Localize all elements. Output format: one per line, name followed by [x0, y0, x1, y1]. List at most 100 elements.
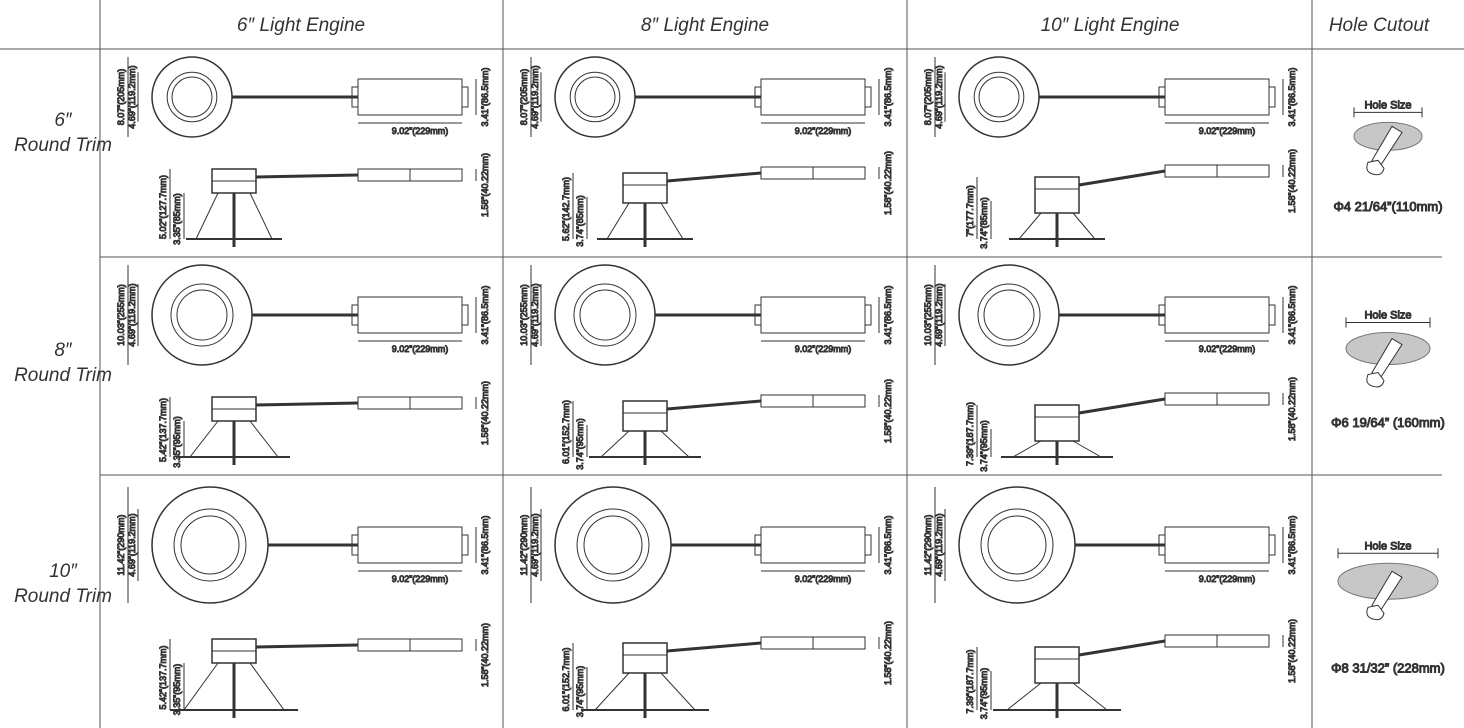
driver-end-cap	[461, 86, 469, 108]
light-engine-circle	[583, 515, 643, 575]
driver-box	[1164, 296, 1270, 334]
cable	[1078, 169, 1166, 187]
saw-handle-icon	[1366, 604, 1385, 621]
column-header-8in: 8″ Light Engine	[641, 15, 769, 36]
hole-diameter-label: Φ8 31/32” (228mm)	[1331, 660, 1445, 675]
heatsink	[622, 172, 668, 204]
driver-height-label: 3.41”(86.5mm)	[1287, 67, 1297, 126]
total-height-label: 7.39”(187.7mm)	[965, 402, 975, 466]
light-engine-circle	[983, 289, 1035, 341]
inner-diameter-label: 4.69”(119.2mm)	[530, 65, 540, 128]
cable	[666, 171, 762, 183]
driver-end-cap	[461, 534, 469, 556]
trim-inner-circle	[973, 71, 1025, 123]
body-height-label: 3.74”(85mm)	[575, 195, 585, 247]
outer-diameter-label: 8.07”(205mm)	[923, 69, 933, 126]
column-header-10in: 10″ Light Engine	[1041, 15, 1180, 36]
trim-outer-circle	[958, 486, 1076, 604]
outer-diameter-label: 11.42”(290mm)	[519, 515, 529, 576]
hole-diameter-label: Φ6 19/64” (160mm)	[1331, 415, 1445, 430]
driver-side-height-label: 1.58”(40.22mm)	[1287, 377, 1297, 441]
total-height-label: 5.42”(137.7mm)	[158, 398, 168, 462]
column-header-6in: 6″ Light Engine	[237, 15, 365, 36]
row-label-trim: Round Trim	[14, 586, 112, 607]
trim-inner-circle	[173, 508, 247, 582]
trim-outer-circle	[554, 56, 636, 138]
trim-inner-circle	[170, 283, 234, 347]
body-height-label: 3.74”(95mm)	[979, 420, 989, 472]
body-height-label: 3.35”(95mm)	[172, 416, 182, 468]
inner-diameter-label: 4.69”(119.2mm)	[934, 283, 944, 346]
light-engine-circle	[579, 289, 631, 341]
inner-diameter-label: 4.69”(119.2mm)	[530, 283, 540, 346]
trim-outer-circle	[151, 264, 253, 366]
cable	[255, 173, 359, 179]
driver-side-height-label: 1.58”(40.22mm)	[883, 151, 893, 215]
driver-end-cap	[1268, 304, 1276, 326]
fixture-drawing: 11.42”(290mm)4.69”(119.2mm)9.02”(229mm)3…	[519, 486, 894, 718]
driver-length-label: 9.02”(229mm)	[1199, 574, 1256, 584]
total-height-label: 5.42”(137.7mm)	[158, 645, 168, 709]
driver-side-height-label: 1.58”(40.22mm)	[1287, 619, 1297, 683]
hole-diameter-label: Φ4 21/64”(110mm)	[1333, 199, 1442, 214]
driver-end-cap	[461, 304, 469, 326]
light-engine-circle	[574, 76, 616, 118]
fixture-drawing: 10.03”(255mm)4.69”(119.2mm)9.02”(229mm)3…	[116, 264, 491, 468]
driver-length-label: 9.02”(229mm)	[795, 344, 852, 354]
driver-box	[357, 526, 463, 564]
driver-end-cap	[1158, 534, 1166, 556]
outer-diameter-label: 11.42”(290mm)	[116, 515, 126, 576]
driver-box	[760, 526, 866, 564]
inner-diameter-label: 4.69”(119.2mm)	[127, 513, 137, 576]
driver-end-cap	[864, 304, 872, 326]
total-height-label: 5.62”(142.7mm)	[561, 177, 571, 241]
fixture-drawing: 8.07”(205mm)4.69”(119.2mm)9.02”(229mm)3.…	[923, 56, 1298, 249]
driver-side-height-label: 1.58”(40.22mm)	[1287, 149, 1297, 213]
row-label-size: 10″	[49, 561, 78, 582]
driver-height-label: 3.41”(86.5mm)	[1287, 285, 1297, 344]
trim-outer-circle	[958, 56, 1040, 138]
outer-diameter-label: 10.03”(255mm)	[116, 284, 126, 346]
inner-diameter-label: 4.69”(119.2mm)	[127, 283, 137, 346]
column-header-hole-cutout: Hole Cutout	[1329, 15, 1430, 36]
row-label-trim: Round Trim	[14, 135, 112, 156]
driver-box	[760, 296, 866, 334]
trim-outer-circle	[958, 264, 1060, 366]
trim-outer-circle	[151, 56, 233, 138]
driver-end-cap	[351, 534, 359, 556]
light-engine-circle	[180, 515, 240, 575]
fixture-drawing: 10.03”(255mm)4.69”(119.2mm)9.02”(229mm)3…	[923, 264, 1298, 472]
driver-end-cap	[1268, 86, 1276, 108]
driver-height-label: 3.41”(86.5mm)	[1287, 515, 1297, 574]
cable	[666, 399, 762, 411]
driver-length-label: 9.02”(229mm)	[392, 574, 449, 584]
outer-diameter-label: 8.07”(205mm)	[116, 69, 126, 126]
hole-size-label: Hole Size	[1364, 310, 1411, 322]
driver-end-cap	[1158, 86, 1166, 108]
heatsink	[622, 400, 668, 432]
trim-inner-circle	[576, 508, 650, 582]
driver-side-height-label: 1.58”(40.22mm)	[480, 623, 490, 687]
row-label-trim: Round Trim	[14, 365, 112, 386]
body-height-label: 3.35”(95mm)	[172, 664, 182, 716]
light-engine-circle	[176, 289, 228, 341]
cable	[666, 641, 762, 653]
trim-inner-circle	[573, 283, 637, 347]
fixture-drawing: 11.42”(290mm)4.69”(119.2mm)9.02”(229mm)3…	[923, 486, 1298, 720]
trim-outer-circle	[554, 486, 672, 604]
driver-end-cap	[1158, 304, 1166, 326]
inner-diameter-label: 4.69”(119.2mm)	[530, 513, 540, 576]
outer-diameter-label: 10.03”(255mm)	[519, 284, 529, 346]
driver-length-label: 9.02”(229mm)	[1199, 344, 1256, 354]
driver-height-label: 3.41”(86.5mm)	[883, 67, 893, 126]
driver-side-height-label: 1.58”(40.22mm)	[883, 379, 893, 443]
trim-outer-circle	[554, 264, 656, 366]
row-label-size: 8″	[54, 340, 73, 361]
total-height-label: 7”(177.7mm)	[965, 185, 975, 237]
body-height-label: 3.74”(95mm)	[979, 668, 989, 720]
saw-handle-icon	[1366, 372, 1385, 388]
driver-end-cap	[1268, 534, 1276, 556]
